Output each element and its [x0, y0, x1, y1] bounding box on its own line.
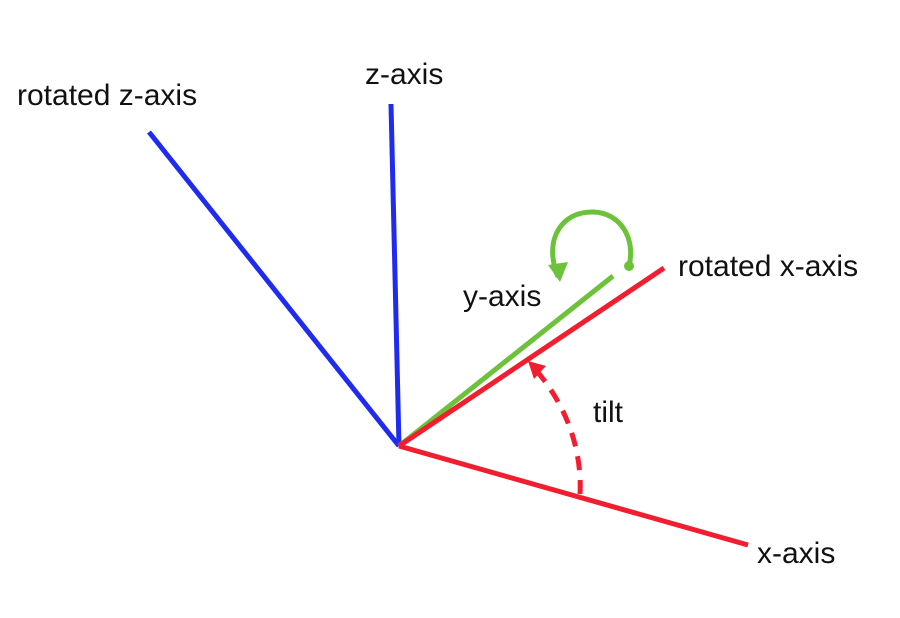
- rotated-x-axis-label: rotated x-axis: [678, 250, 858, 283]
- rotated-z-axis-line: [147, 130, 401, 448]
- y-axis-label: y-axis: [463, 280, 541, 313]
- y-axis-line: [397, 274, 615, 448]
- rotated-x-axis-line: [397, 265, 666, 449]
- z-axis-line: [388, 103, 402, 447]
- y-rotation-arrowhead: [548, 262, 568, 282]
- tilt-arc-arrow: [534, 368, 583, 495]
- tilt-label: tilt: [593, 396, 624, 429]
- x-axis-line: [398, 443, 749, 548]
- y-rotation-arrow-tail: [624, 261, 634, 271]
- x-axis-label: x-axis: [757, 537, 835, 570]
- rotated-z-axis-label: rotated z-axis: [17, 79, 197, 112]
- z-axis-label: z-axis: [365, 58, 443, 91]
- tilt-arrowhead: [528, 361, 546, 379]
